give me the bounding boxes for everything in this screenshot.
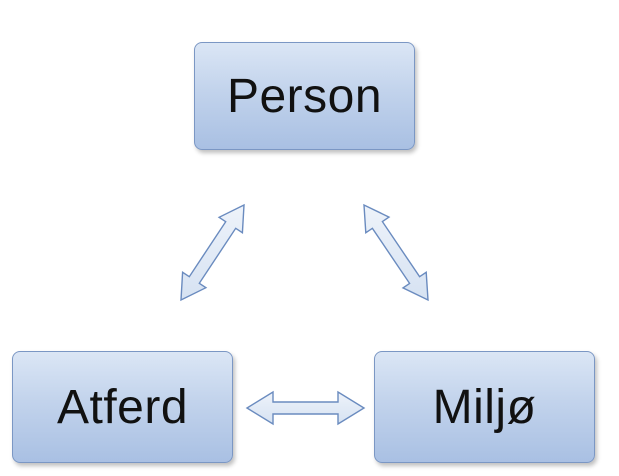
node-atferd: Atferd (12, 351, 233, 463)
arrow-person-miljo (363, 203, 429, 302)
node-person: Person (194, 42, 415, 150)
node-atferd-label: Atferd (56, 380, 189, 434)
node-person-label: Person (226, 69, 383, 123)
node-miljo-label: Miljø (432, 380, 537, 434)
arrow-atferd-miljo (245, 390, 366, 426)
node-miljo: Miljø (374, 351, 595, 463)
arrow-person-atferd (180, 203, 245, 302)
